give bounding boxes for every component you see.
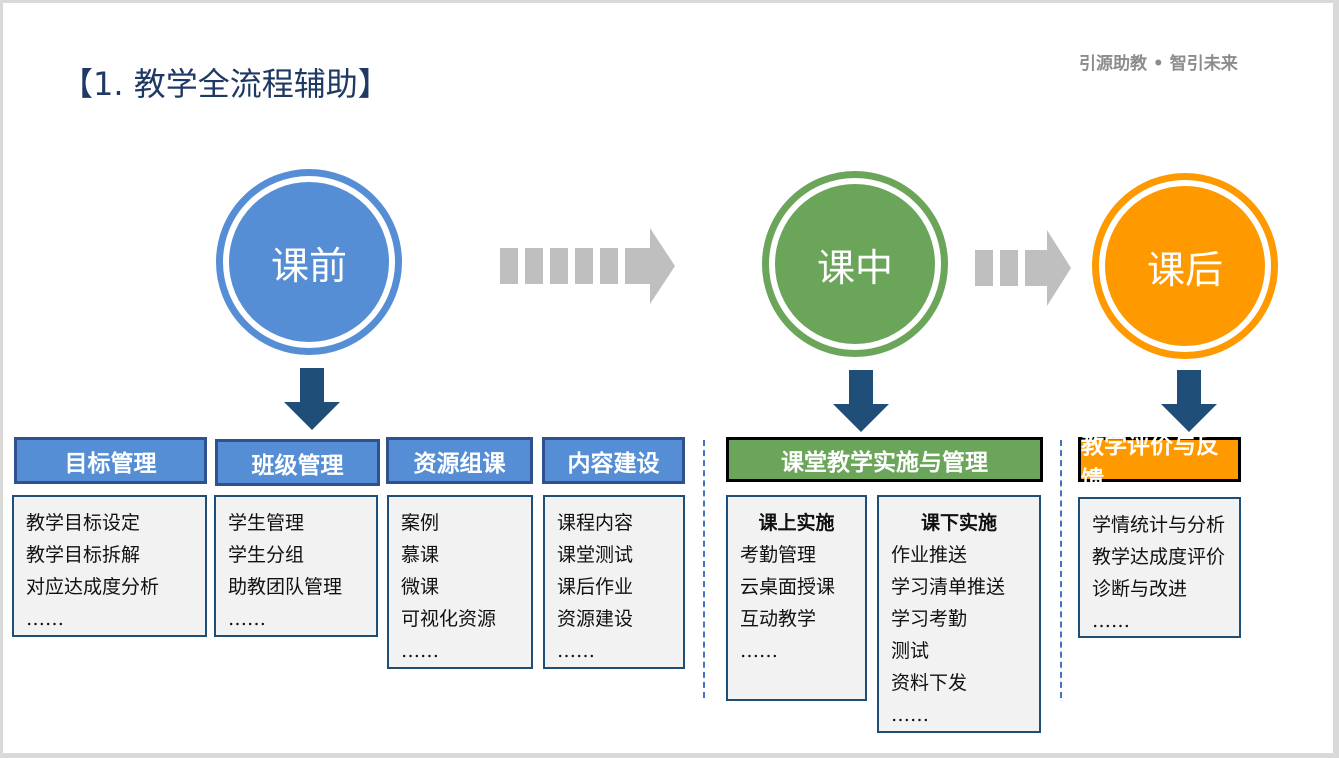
- list-item: 学情统计与分析: [1092, 514, 1226, 536]
- divider: [1060, 440, 1062, 698]
- list-goal-management: 教学目标设定教学目标拆解对应达成度分析 ……: [12, 495, 207, 637]
- brand-slogan: 引源助教 • 智引未来: [1079, 54, 1238, 74]
- list-item: 云桌面授课: [740, 576, 836, 598]
- list-item: 学习考勤: [891, 608, 968, 630]
- phase-during-circle: 课中: [762, 171, 948, 357]
- list-item: 课后作业: [557, 576, 634, 598]
- list-item: 互动教学: [740, 608, 817, 630]
- page-title: 【1. 教学全流程辅助】: [61, 65, 390, 103]
- list-item: 教学达成度评价: [1092, 546, 1226, 568]
- down-arrow-icon: [1161, 370, 1217, 432]
- header-classroom-teaching: 课堂教学实施与管理: [726, 437, 1043, 482]
- list-item: 学生管理: [228, 512, 305, 534]
- group-title: 课上实施: [758, 512, 835, 534]
- phase-after-label: 课后: [1105, 186, 1265, 346]
- flow-arrow-icon: [500, 228, 675, 304]
- phase-after-circle: 课后: [1092, 173, 1278, 359]
- down-arrow-icon: [284, 368, 340, 430]
- list-item: 学习清单推送: [891, 576, 1006, 598]
- list-item: 作业推送: [891, 544, 968, 566]
- list-item: 教学目标设定: [26, 512, 141, 534]
- list-evaluation: 学情统计与分析教学达成度评价诊断与改进 ……: [1078, 497, 1241, 638]
- list-item: 课程内容: [557, 512, 634, 534]
- list-item: 学生分组: [228, 544, 305, 566]
- list-resource-course: 案例慕课微课可视化资源 ……: [387, 495, 533, 669]
- list-item: 案例: [401, 512, 440, 534]
- flow-arrow-icon: [975, 230, 1071, 306]
- list-item: ……: [891, 704, 929, 726]
- header-content-building: 内容建设: [542, 437, 685, 484]
- list-item: ……: [228, 608, 266, 630]
- list-item: ……: [740, 640, 778, 662]
- list-item: 慕课: [401, 544, 440, 566]
- list-item: 对应达成度分析: [26, 576, 160, 598]
- list-after-class: 课下实施作业推送学习清单推送学习考勤测试资料下发 ……: [877, 495, 1041, 733]
- down-arrow-icon: [833, 370, 889, 432]
- list-content-building: 课程内容课堂测试课后作业资源建设 ……: [543, 495, 685, 669]
- header-class-management: 班级管理: [215, 439, 380, 486]
- phase-during-label: 课中: [775, 184, 935, 344]
- list-class-management: 学生管理学生分组助教团队管理 ……: [214, 495, 378, 637]
- list-item: ……: [26, 608, 64, 630]
- list-item: 资源建设: [557, 608, 634, 630]
- list-item: 可视化资源: [401, 608, 497, 630]
- list-item: ……: [1092, 610, 1130, 632]
- list-item: 考勤管理: [740, 544, 817, 566]
- list-item: ……: [557, 640, 595, 662]
- divider: [703, 440, 705, 698]
- phase-before-label: 课前: [229, 182, 389, 342]
- list-item: ……: [401, 640, 439, 662]
- phase-before-circle: 课前: [216, 169, 402, 355]
- list-item: 资料下发: [891, 672, 968, 694]
- list-in-class: 课上实施考勤管理云桌面授课互动教学 ……: [726, 495, 867, 701]
- list-item: 诊断与改进: [1092, 578, 1188, 600]
- header-resource-course: 资源组课: [386, 437, 533, 484]
- list-item: 课堂测试: [557, 544, 634, 566]
- list-item: 测试: [891, 640, 930, 662]
- slide: 【1. 教学全流程辅助】 引源助教 • 智引未来 课前 课中 课后 目标管理 班…: [3, 3, 1333, 753]
- list-item: 教学目标拆解: [26, 544, 141, 566]
- header-goal-management: 目标管理: [14, 437, 207, 484]
- list-item: 助教团队管理: [228, 576, 343, 598]
- list-item: 微课: [401, 576, 440, 598]
- header-evaluation-feedback: 教学评价与反馈: [1078, 433, 1241, 493]
- group-title: 课下实施: [920, 512, 997, 534]
